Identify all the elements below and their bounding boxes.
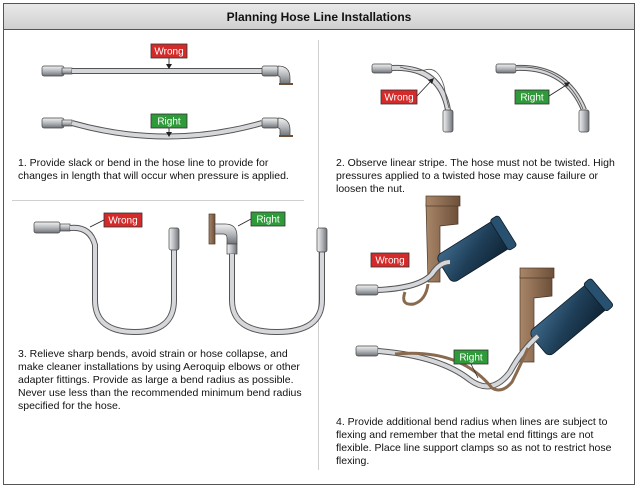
hose-wrong-straight: [41, 65, 293, 85]
caption-2: 2. Observe linear stripe. The hose must …: [336, 157, 615, 195]
figure-title: Planning Hose Line Installations: [4, 4, 634, 30]
hose-wrong-sharp-bend: [33, 221, 180, 336]
svg-text:Wrong: Wrong: [108, 216, 137, 227]
wrong-label: Wrong: [89, 212, 143, 228]
wrong-label: Wrong: [370, 252, 410, 268]
hose-wrong-twisted: [371, 63, 454, 133]
caption-1: 1. Provide slack or bend in the hose lin…: [18, 157, 289, 182]
right-label: Right: [514, 82, 570, 105]
svg-text:Right: Right: [256, 215, 280, 226]
wrong-label: Wrong: [380, 78, 434, 105]
svg-text:Right: Right: [157, 117, 181, 128]
hose-right-elbow: [208, 213, 328, 336]
hose-right-slack: [41, 117, 293, 140]
svg-text:Right: Right: [520, 93, 544, 104]
hose-right-stripe: [495, 63, 590, 133]
wrong-label: Wrong: [150, 43, 188, 69]
panel-divider: [318, 40, 319, 470]
svg-text:Right: Right: [459, 353, 483, 364]
panel-divider: [12, 200, 304, 201]
right-label: Right: [453, 349, 489, 379]
actuator-right: [355, 267, 614, 392]
caption-4: 4. Provide additional bend radius when l…: [336, 416, 612, 467]
right-label: Right: [237, 211, 286, 227]
right-label: Right: [150, 113, 188, 137]
svg-text:Wrong: Wrong: [154, 47, 183, 58]
figure-frame: Planning Hose Line Installations: [3, 3, 635, 485]
actuator-wrong: [355, 195, 517, 306]
svg-text:Wrong: Wrong: [384, 93, 413, 104]
svg-text:Wrong: Wrong: [375, 256, 404, 267]
caption-3: 3. Relieve sharp bends, avoid strain or …: [18, 348, 302, 412]
